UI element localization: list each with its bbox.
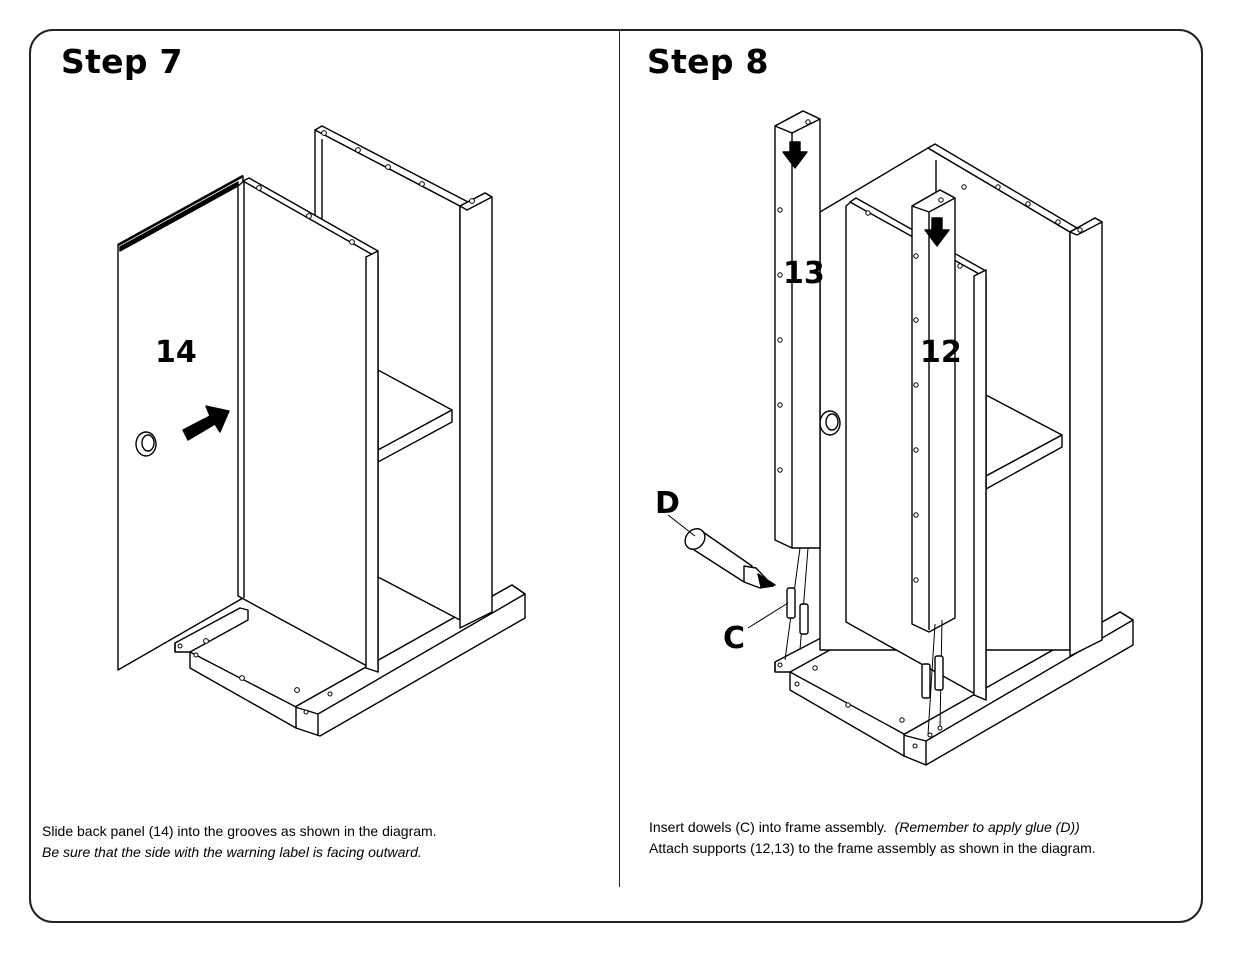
- step8-instruction-main: Insert dowels (C) into frame assembly.: [649, 819, 887, 835]
- label-c: C: [723, 621, 745, 656]
- part-label-14: 14: [155, 335, 197, 370]
- front-side-panel: [237, 177, 379, 673]
- finger-hole: [819, 410, 841, 436]
- step8-diagram: D C 13 12: [655, 110, 1134, 766]
- back-panel-14: [117, 174, 244, 671]
- step7-diagram: 14: [117, 125, 526, 737]
- part-label-13: 13: [783, 256, 825, 291]
- step7-instruction-line1: Slide back panel (14) into the grooves a…: [42, 823, 437, 839]
- step8-instruction-line1: Insert dowels (C) into frame assembly. (…: [649, 817, 1096, 838]
- shelf: [377, 369, 453, 463]
- step8-instruction-line2: Attach supports (12,13) to the frame ass…: [649, 840, 1096, 856]
- step7-instruction-line2: Be sure that the side with the warning l…: [42, 844, 422, 860]
- finger-hole: [135, 431, 157, 457]
- column-divider: [619, 31, 620, 887]
- step7-title: Step 7: [61, 42, 183, 81]
- page-border: [29, 29, 1203, 923]
- screw-holes: [777, 119, 1083, 749]
- step7-instructions: Slide back panel (14) into the grooves a…: [42, 821, 437, 863]
- step8-title: Step 8: [647, 42, 769, 81]
- part-label-12: 12: [920, 335, 962, 370]
- label-d: D: [655, 486, 680, 521]
- step8-instructions: Insert dowels (C) into frame assembly. (…: [649, 817, 1096, 859]
- dowel-c: [786, 587, 944, 699]
- insert-arrow-icon: [182, 405, 230, 441]
- step8-instruction-note: (Remember to apply glue (D)): [894, 819, 1080, 835]
- screw-holes: [177, 130, 475, 715]
- support-12: [911, 189, 956, 633]
- support-13: [774, 110, 821, 549]
- glue-tube-icon: [684, 528, 776, 589]
